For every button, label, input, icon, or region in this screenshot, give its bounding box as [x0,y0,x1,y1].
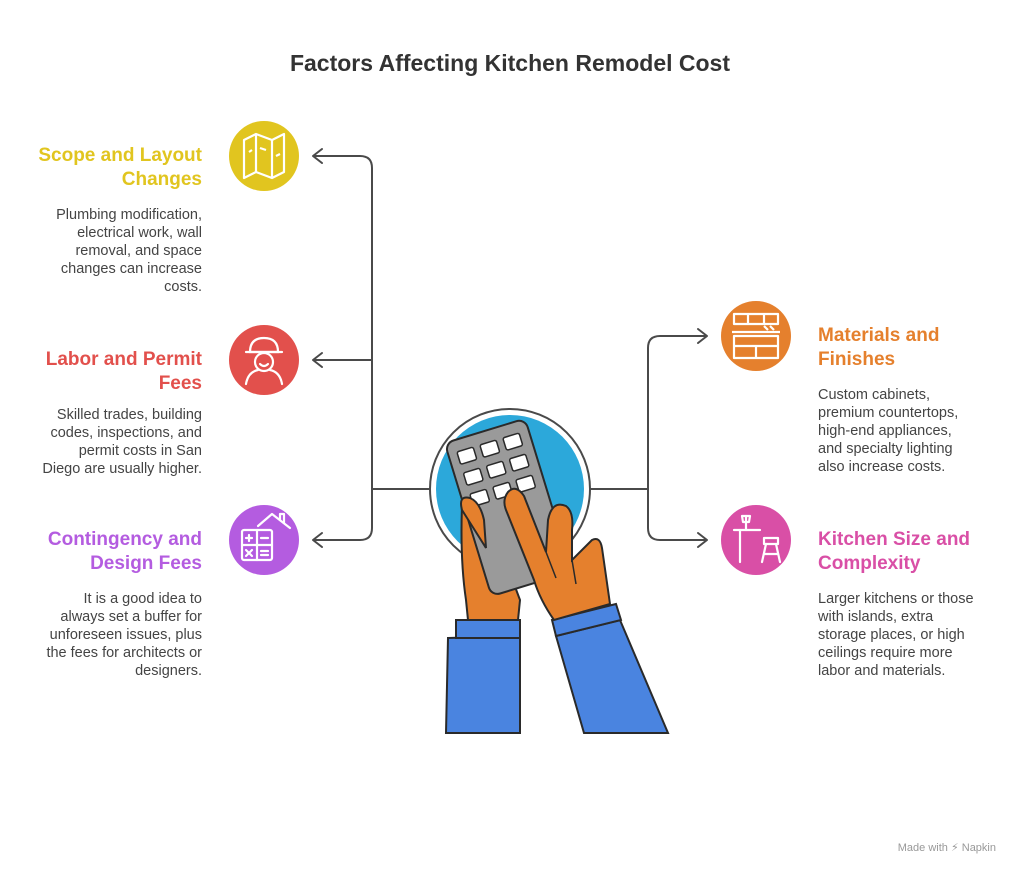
size-title: Kitchen Size and Complexity [818,529,971,574]
house-calculator-icon [240,512,292,562]
arrowhead-materials [697,328,708,344]
labor-description: Skilled trades, building codes, inspecti… [42,407,202,477]
worker-icon [244,336,284,386]
page-title: Factors Affecting Kitchen Remodel Cost [289,50,731,76]
left-thumb [460,496,487,549]
contingency-title: Contingency and Design Fees [47,529,202,574]
connector-scope [313,155,373,490]
calc-key [479,439,501,458]
calc-key [508,453,530,472]
calc-key [515,474,536,493]
footer-credit: Made with ⚡ Napkin [898,841,996,854]
size-icon-badge [721,505,791,575]
made-with-label: Made with [897,842,948,854]
floor-plan-icon [242,132,286,180]
labor-title: Labor and Permit Fees [45,349,202,394]
left-sleeve [444,634,521,734]
cabinets-icon [732,312,780,360]
materials-title: Materials and Finishes [818,325,940,370]
calc-key [485,460,507,479]
contingency-description: It is a good idea to always set a buffer… [46,591,202,679]
scope-title: Scope and Layout Changes [38,145,202,190]
calc-key [502,432,524,451]
napkin-logo-icon: ⚡ [950,842,959,854]
right-sleeve [554,618,670,734]
arrowhead-size [697,532,708,548]
connector-contingency [313,488,373,541]
connectors [312,148,708,548]
arrowhead-contingency [312,532,323,548]
labor-icon-badge [229,325,299,395]
right-hand [503,487,612,622]
scope-description: Plumbing modification, electrical work, … [56,207,202,295]
kitchen-island-icon [732,514,782,564]
calculator-hands-illustration [429,408,670,734]
right-hand-knuckle [571,559,577,585]
left-cuff [455,619,521,639]
connector-materials [647,335,707,490]
size-description: Larger kitchens or those with islands, e… [818,591,974,679]
materials-description: Custom cabinets, premium countertops, hi… [818,387,959,475]
arrowhead-scope [312,148,323,164]
contingency-icon-badge [229,505,299,575]
calc-key [463,467,484,486]
calc-key [456,446,478,465]
scope-icon-badge [229,121,299,191]
connector-size [647,488,707,541]
arrowhead-labor [312,352,323,368]
right-hand-knuckle [545,551,557,579]
brand-label: Napkin [961,842,996,854]
materials-icon-badge [721,301,791,371]
